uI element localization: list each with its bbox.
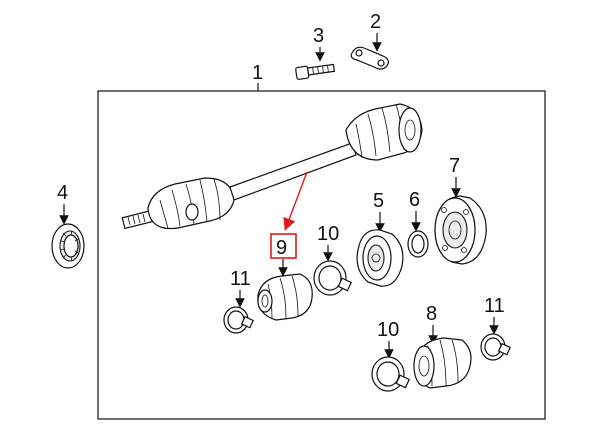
bolt-icon[interactable]: 3	[295, 25, 336, 80]
boot-clamp-icon[interactable]: 11	[223, 268, 255, 334]
callout-label-7: 7	[449, 155, 460, 177]
callout-label-4: 4	[57, 182, 68, 204]
axle-shaft-icon[interactable]	[121, 103, 423, 230]
highlight-arrow	[283, 171, 308, 231]
callout-label-3: 3	[313, 25, 324, 47]
snap-ring-icon[interactable]: 6	[407, 189, 429, 258]
boot-clamp-icon[interactable]: 10	[313, 223, 353, 296]
boot-clamp-icon[interactable]: 11	[480, 295, 512, 361]
bracket-icon[interactable]: 2	[350, 11, 389, 70]
callout-label-10a: 10	[317, 223, 339, 245]
callout-label-11b: 11	[484, 295, 505, 317]
callout-label-10b: 10	[377, 319, 399, 341]
flange-icon[interactable]: 7	[434, 155, 487, 265]
callout-label-2: 2	[370, 11, 381, 33]
assembly-frame	[97, 90, 546, 420]
callout-label-11a: 11	[230, 268, 251, 290]
cv-boot-icon[interactable]: 8	[413, 303, 472, 389]
lock-ring-icon[interactable]: 4	[51, 182, 85, 269]
callout-label-5: 5	[373, 190, 384, 212]
cv-joint-icon[interactable]: 5	[356, 190, 404, 287]
cv-boot-icon[interactable]: 9	[257, 171, 313, 321]
highlight-box	[270, 233, 297, 259]
callout-label-9: 9	[276, 237, 287, 259]
callout-label-1: 1	[252, 62, 263, 84]
callout-label-8: 8	[426, 303, 437, 325]
callout-label-6: 6	[409, 189, 420, 211]
boot-clamp-icon[interactable]: 10	[371, 319, 411, 392]
callout-1[interactable]: 1	[252, 62, 263, 91]
